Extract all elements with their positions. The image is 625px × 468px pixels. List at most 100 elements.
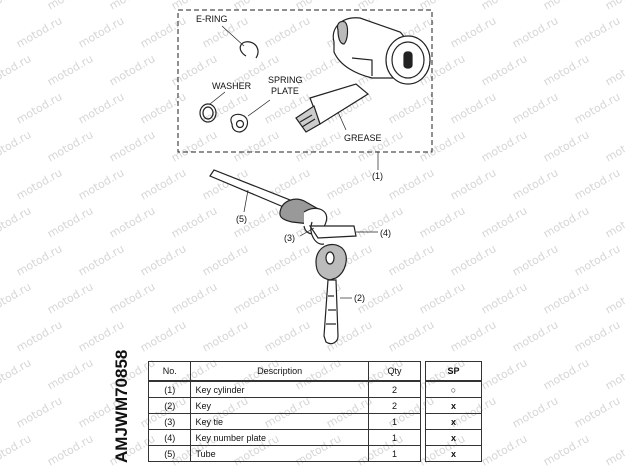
row-no: (1) [147, 380, 192, 398]
watermark-text: motod.ru [107, 204, 157, 240]
watermark-text: motod.ru [417, 0, 467, 13]
row-qty: 2 [367, 397, 422, 414]
watermark-text: motod.ru [0, 128, 33, 164]
watermark-text: motod.ru [14, 14, 64, 50]
watermark-text: motod.ru [603, 0, 625, 13]
watermark-text: motod.ru [45, 280, 95, 316]
watermark-text: motod.ru [479, 52, 529, 88]
watermark-text: motod.ru [231, 0, 281, 13]
watermark-text: motod.ru [603, 432, 625, 468]
watermark-text: motod.ru [572, 318, 622, 354]
watermark-text: motod.ru [107, 52, 157, 88]
row-sp: x [424, 413, 483, 430]
row-sp: x [424, 397, 483, 414]
watermark-text: motod.ru [603, 204, 625, 240]
watermark-text: motod.ru [200, 318, 250, 354]
watermark-text: motod.ru [45, 128, 95, 164]
watermark-text: motod.ru [541, 0, 591, 13]
key-tie-drawing [279, 198, 378, 245]
washer-drawing [199, 91, 226, 123]
watermark-text: motod.ru [0, 432, 33, 468]
label-washer: WASHER [212, 81, 252, 91]
watermark-text: motod.ru [45, 52, 95, 88]
watermark-text: motod.ru [14, 166, 64, 202]
watermark-text: motod.ru [572, 242, 622, 278]
watermark-text: motod.ru [386, 90, 436, 126]
watermark-text: motod.ru [479, 204, 529, 240]
watermark-text: motod.ru [0, 280, 33, 316]
row-sp: ○ [424, 380, 483, 398]
watermark-text: motod.ru [572, 394, 622, 430]
watermark-text: motod.ru [572, 14, 622, 50]
watermark-text: motod.ru [262, 242, 312, 278]
watermark-text: motod.ru [603, 128, 625, 164]
label-ref-3: (3) [284, 233, 295, 243]
watermark-text: motod.ru [138, 242, 188, 278]
watermark-text: motod.ru [169, 280, 219, 316]
label-spring-plate-line2: PLATE [271, 86, 299, 96]
label-e-ring: E-RING [196, 14, 228, 24]
watermark-text: motod.ru [448, 318, 498, 354]
watermark-text: motod.ru [293, 128, 343, 164]
e-ring-drawing [221, 25, 259, 59]
watermark-text: motod.ru [45, 432, 95, 468]
header-sp: SP [424, 361, 483, 382]
watermark-text: motod.ru [448, 242, 498, 278]
watermark-text: motod.ru [541, 280, 591, 316]
table-row: (2) Key 2 x [147, 397, 483, 414]
watermark-text: motod.ru [603, 52, 625, 88]
watermark-text: motod.ru [417, 280, 467, 316]
watermark-text: motod.ru [45, 0, 95, 13]
watermark-text: motod.ru [138, 166, 188, 202]
watermark-text: motod.ru [14, 318, 64, 354]
row-no: (2) [147, 397, 192, 414]
row-sp: x [424, 429, 483, 446]
watermark-text: motod.ru [14, 394, 64, 430]
watermark-text: motod.ru [293, 0, 343, 13]
spring-plate-drawing [230, 99, 271, 133]
table-row: (3) Key tie 1 x [147, 413, 483, 430]
watermark-text: motod.ru [510, 14, 560, 50]
watermark-text: motod.ru [417, 128, 467, 164]
watermark-text: motod.ru [510, 166, 560, 202]
key-cylinder-drawing [332, 17, 431, 85]
watermark-text: motod.ru [0, 0, 33, 13]
watermark-text: motod.ru [603, 356, 625, 392]
watermark-text: motod.ru [510, 242, 560, 278]
watermark-text: motod.ru [169, 128, 219, 164]
watermark-text: motod.ru [262, 318, 312, 354]
label-ref-5: (5) [236, 214, 247, 224]
watermark-text: motod.ru [448, 14, 498, 50]
row-no: (5) [147, 445, 192, 462]
watermark-text: motod.ru [0, 356, 33, 392]
watermark-text: motod.ru [324, 166, 374, 202]
watermark-text: motod.ru [107, 128, 157, 164]
watermark-text: motod.ru [45, 204, 95, 240]
watermark-text: motod.ru [510, 318, 560, 354]
label-ref-2: (2) [354, 293, 365, 303]
table-row: (4) Key number plate 1 x [147, 429, 483, 446]
watermark-text: motod.ru [541, 432, 591, 468]
row-description: Tube [190, 445, 369, 462]
grease-tube-drawing [295, 83, 370, 133]
table-header-row: No. Description Qty SP [147, 361, 483, 382]
row-qty: 1 [367, 429, 422, 446]
watermark-text: motod.ru [262, 14, 312, 50]
row-description: Key [190, 397, 369, 414]
watermark-text: motod.ru [448, 90, 498, 126]
watermark-text: motod.ru [479, 0, 529, 13]
watermark-text: motod.ru [386, 318, 436, 354]
watermark-text: motod.ru [138, 90, 188, 126]
watermark-text: motod.ru [76, 90, 126, 126]
watermark-text: motod.ru [14, 90, 64, 126]
watermark-text: motod.ru [169, 0, 219, 13]
watermark-text: motod.ru [572, 90, 622, 126]
header-no: No. [147, 361, 192, 382]
key-drawing [315, 243, 352, 345]
watermark-text: motod.ru [231, 128, 281, 164]
row-qty: 1 [367, 413, 422, 430]
header-qty: Qty [367, 361, 422, 382]
watermark-text: motod.ru [45, 356, 95, 392]
watermark-text: motod.ru [107, 280, 157, 316]
watermark-text: motod.ru [107, 0, 157, 13]
